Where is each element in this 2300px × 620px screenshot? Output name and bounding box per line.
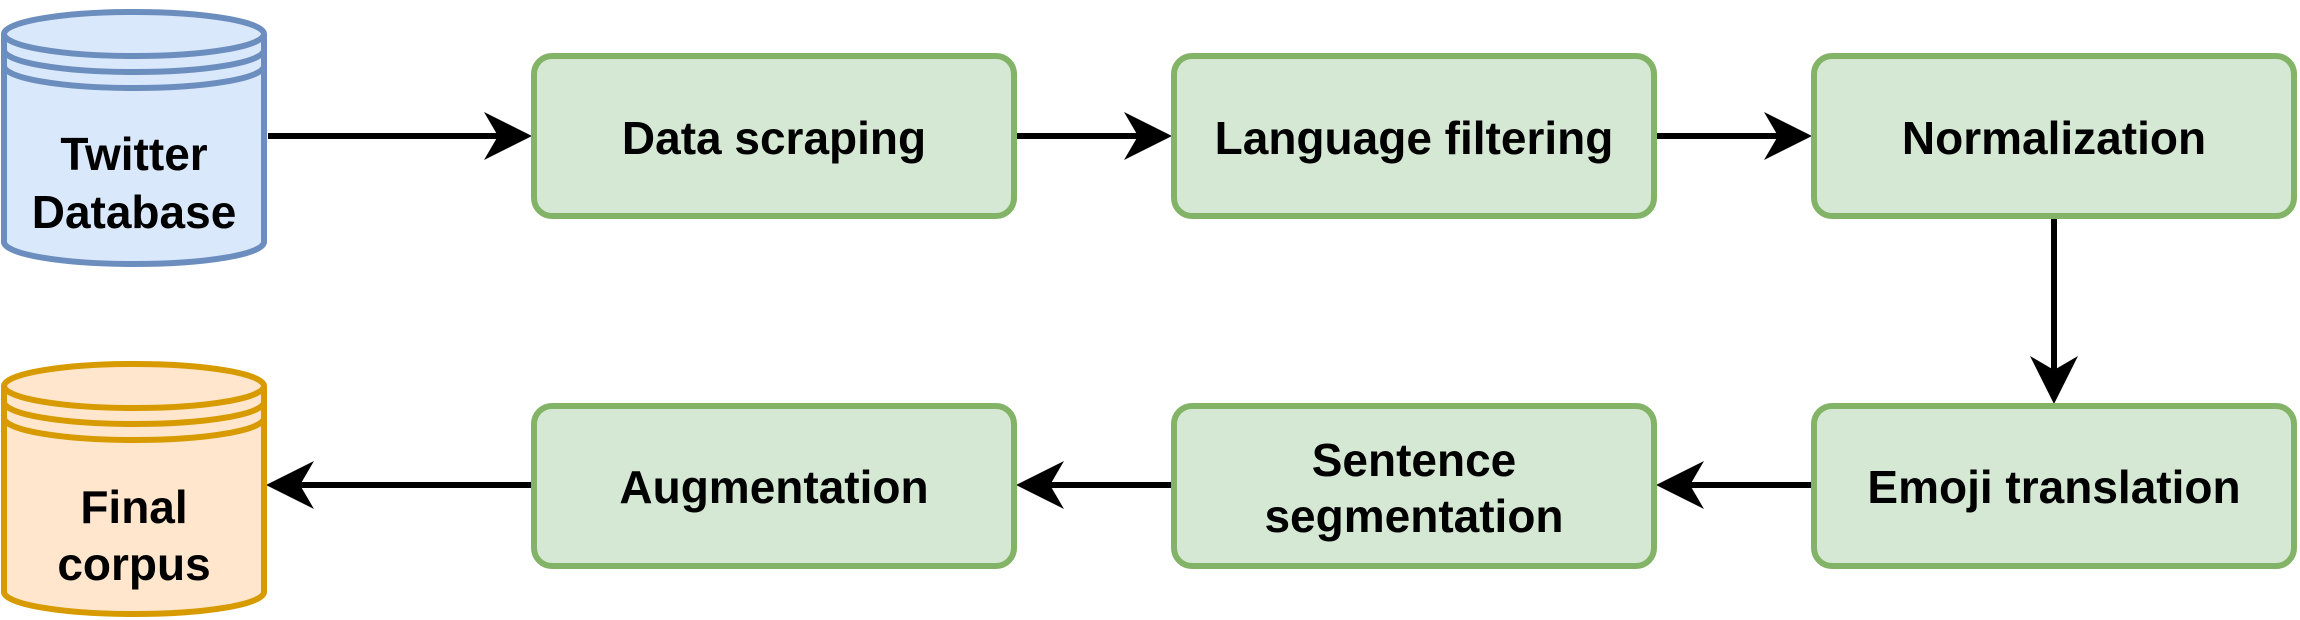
sentence-segmentation-node: Sentence segmentation [1171,403,1657,569]
database-ring [1,49,267,75]
normalization-node: Normalization [1811,53,2297,219]
database-ring [1,401,267,427]
twitter-database-label-line-1: Twitter [60,128,207,180]
database-ring [1,417,267,443]
language-filtering-node: Language filtering [1171,53,1657,219]
database-ring [1,33,267,59]
edge-segmentation-to-augmentation [1016,461,1172,509]
edge-twitter-to-scraping [268,112,532,160]
twitter-database-node: Twitter Database [1,9,267,267]
arrowhead-icon [484,112,532,160]
arrowhead-icon [1764,112,1812,160]
final-corpus-label-line-2: corpus [57,538,210,590]
augmentation-node: Augmentation [531,403,1017,569]
arrowhead-icon [1124,112,1172,160]
process-box [1811,53,2297,219]
arrowhead-icon [1656,461,1704,509]
emoji-translation-label: Emoji translation [1867,461,2240,513]
sentence-segmentation-label-line-1: Sentence [1312,434,1517,486]
process-box [531,403,1017,569]
sentence-segmentation-label-line-2: segmentation [1264,490,1563,542]
edge-scraping-to-filtering [1016,112,1172,160]
final-corpus-node: Final corpus [1,361,267,617]
process-box [1171,53,1657,219]
database-cylinder-icon [1,361,267,617]
process-box [531,53,1017,219]
arrowhead-icon [1016,461,1064,509]
edge-normalization-to-emoji [2030,218,2078,404]
process-box [1171,403,1657,569]
emoji-translation-node: Emoji translation [1811,403,2297,569]
twitter-database-label-line-2: Database [32,186,237,238]
database-ring [1,65,267,91]
database-ring [1,385,267,411]
arrowhead-icon [266,461,314,509]
data-scraping-node: Data scraping [531,53,1017,219]
language-filtering-label: Language filtering [1215,112,1614,164]
final-corpus-label-line-1: Final [80,481,187,533]
edge-emoji-to-segmentation [1656,461,1812,509]
augmentation-label: Augmentation [619,461,928,513]
edge-filtering-to-normalization [1656,112,1812,160]
process-box [1811,403,2297,569]
arrowhead-icon [2030,356,2078,404]
normalization-label: Normalization [1902,112,2206,164]
data-scraping-label: Data scraping [622,112,926,164]
database-cylinder-icon [1,9,267,267]
edge-augmentation-to-corpus [266,461,532,509]
